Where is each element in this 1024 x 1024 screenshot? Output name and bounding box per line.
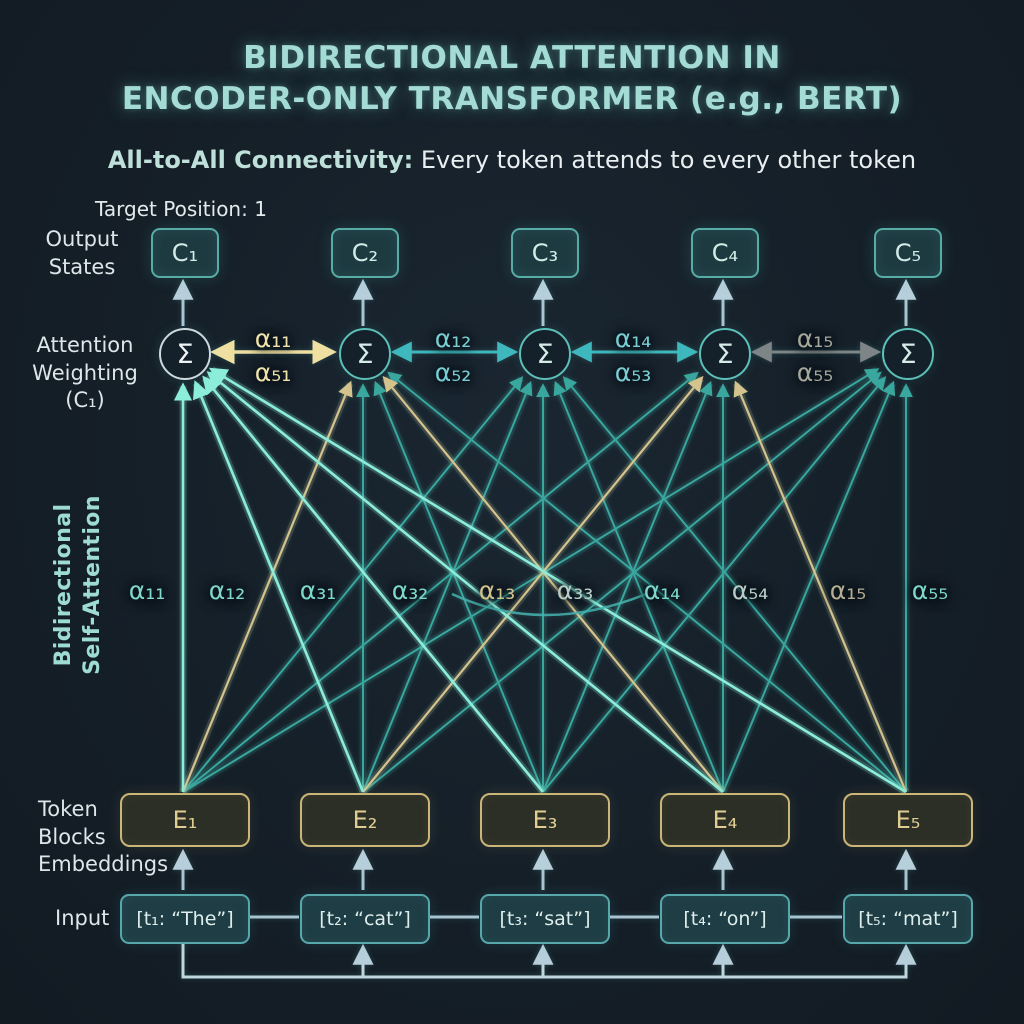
subtitle-rest: Every token attends to every other token xyxy=(413,146,917,174)
attention-edge-e4-s1 xyxy=(206,371,724,794)
input-box-t1: [t₁: “The”] xyxy=(120,894,250,944)
attention-edge-e2-s1 xyxy=(192,380,365,793)
pair-label-above-1: α₁₁ xyxy=(254,324,292,353)
edge-label-a14: α₁₄ xyxy=(643,576,681,605)
attention-edge-e1-s4 xyxy=(182,371,699,793)
sum-node-2: Σ xyxy=(339,328,391,380)
output-box-c1: C₁ xyxy=(151,228,219,278)
attention-edge-e1-s3 xyxy=(182,376,524,793)
output-box-c5: C₅ xyxy=(874,228,942,278)
attention-edge-e4-s5 xyxy=(722,380,896,793)
output-box-c4: C₄ xyxy=(691,228,759,278)
title-line-1: BIDIRECTIONAL ATTENTION IN xyxy=(243,40,781,76)
output-states-label: Output States xyxy=(45,227,119,279)
bidirectional-self-attention-label: Bidirectional Self-Attention xyxy=(51,495,105,675)
attention-edge-e2-s5 xyxy=(362,371,882,793)
title-line-2: ENCODER-ONLY TRANSFORMER (e.g., BERT) xyxy=(121,80,903,117)
pair-label-above-4: α₁₅ xyxy=(796,324,834,353)
attention-weighting-label: Attention Weighting (C₁) xyxy=(32,333,138,413)
sum-node-5: Σ xyxy=(882,328,934,380)
output-box-c3: C₃ xyxy=(511,228,579,278)
attention-edge-e3-s4 xyxy=(542,380,713,793)
attention-edge-e3-s1 xyxy=(202,375,545,793)
edge-label-a32: α₃₂ xyxy=(391,576,429,605)
edge-label-a31: α₃₁ xyxy=(299,576,337,605)
input-box-t3: [t₃: “sat”] xyxy=(480,894,610,944)
input-label: Input xyxy=(55,906,110,930)
token-embeddings-label: Token Blocks Embeddings xyxy=(38,797,169,877)
edge-label-a12: α₁₂ xyxy=(208,576,246,605)
pair-label-above-2: α₁₂ xyxy=(434,324,472,353)
sum-node-3: Σ xyxy=(519,328,571,380)
attention-edge-e5-s4 xyxy=(733,380,908,793)
sum-node-1: Σ xyxy=(159,328,211,380)
attention-edge-e3-s2 xyxy=(373,380,544,793)
embedding-box-e2: E₂ xyxy=(300,793,430,847)
attention-edge-e5-s2 xyxy=(387,371,907,793)
edge-label-a55: α₅₅ xyxy=(911,576,949,605)
output-box-c2: C₂ xyxy=(331,228,399,278)
edge-label-a33: α₃₃ xyxy=(556,576,594,605)
attention-edge-e4-s3 xyxy=(553,380,724,793)
edge-label-a13: α₁₃ xyxy=(478,576,516,605)
attention-edge-e1-s2 xyxy=(181,380,353,793)
pair-label-below-2: α₅₂ xyxy=(434,358,472,387)
subtitle: All-to-All Connectivity: Every token att… xyxy=(0,146,1024,174)
embedding-box-e5: E₅ xyxy=(843,793,973,847)
subtitle-lead: All-to-All Connectivity: xyxy=(107,146,414,174)
embedding-box-e4: E₄ xyxy=(660,793,790,847)
embedding-box-e1: E₁ xyxy=(120,793,250,847)
attention-edges xyxy=(173,366,913,795)
edge-label-a11: α₁₁ xyxy=(128,576,166,605)
pair-label-above-3: α₁₄ xyxy=(614,324,652,353)
target-position-label: Target Position: 1 xyxy=(95,197,267,221)
attention-edge-e5-s3 xyxy=(562,376,907,793)
attention-edge-e3-s5 xyxy=(542,376,887,793)
attention-edge-e2-s3 xyxy=(362,380,533,793)
attention-edge-e5-s1 xyxy=(208,367,907,794)
center-arc xyxy=(451,592,647,617)
page-title: BIDIRECTIONAL ATTENTION IN ENCODER-ONLY … xyxy=(0,38,1024,120)
attention-edge-e2-s4 xyxy=(362,375,704,793)
pair-label-below-4: α₅₅ xyxy=(796,358,834,387)
sum-node-4: Σ xyxy=(699,328,751,380)
pair-label-below-1: α₅₁ xyxy=(254,358,292,387)
attention-edge-e1-s5 xyxy=(182,368,880,793)
pair-label-below-3: α₅₃ xyxy=(614,358,652,387)
input-box-t5: [t₅: “mat”] xyxy=(843,894,973,944)
input-box-t4: [t₄: “on”] xyxy=(660,894,790,944)
edge-label-a15: α₁₅ xyxy=(829,576,867,605)
embedding-box-e3: E₃ xyxy=(480,793,610,847)
attention-edge-e4-s2 xyxy=(382,375,724,793)
static-arrows xyxy=(172,278,917,979)
edge-label-a54: α₅₄ xyxy=(731,576,769,605)
input-box-t2: [t₂: “cat”] xyxy=(300,894,430,944)
